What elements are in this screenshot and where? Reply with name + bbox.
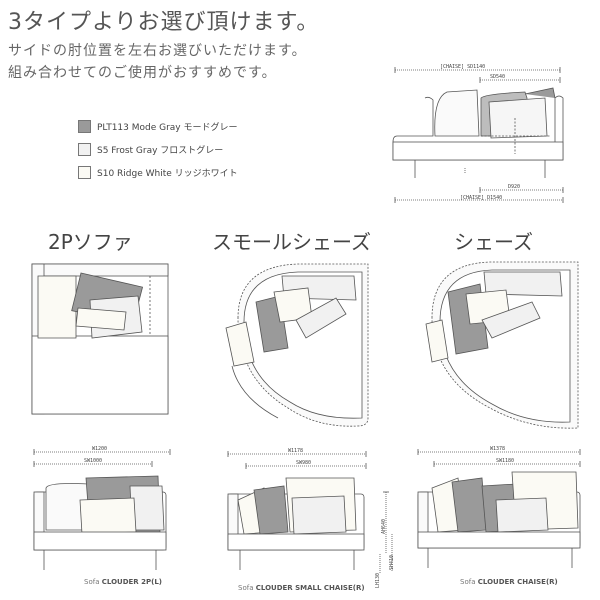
- title-small-chaise: スモールシェーズ: [212, 230, 371, 254]
- chaise-side-diagram: [392, 67, 564, 203]
- dim-sw-chaise: SW1180: [496, 458, 515, 464]
- caption-model: CLOUDER SMALL CHAISE(R): [255, 584, 365, 592]
- dim-ah: AH640: [381, 518, 387, 534]
- dim-sd1140: [CHAISE] SD1140: [440, 64, 486, 70]
- caption-prefix: Sofa: [460, 578, 476, 586]
- height-dimension-lines: [379, 491, 393, 574]
- swatch-frost-gray: [78, 143, 91, 156]
- caption-prefix: Sofa: [84, 578, 100, 586]
- title-chaise: シェーズ: [454, 230, 533, 254]
- legend-label: S10 Ridge White リッジホワイト: [97, 169, 238, 179]
- chaise-front-view: [417, 471, 581, 568]
- caption-prefix: Sofa: [238, 584, 254, 592]
- dim-sw-2p: SW1000: [84, 458, 103, 464]
- dim-d920: D920: [508, 184, 521, 190]
- dim-w-chaise: W1378: [490, 446, 506, 452]
- dim-lh: LH130: [375, 572, 381, 588]
- caption-model: CLOUDER CHAISE(R): [477, 578, 558, 586]
- legend-label: S5 Frost Gray フロストグレー: [97, 146, 224, 156]
- caption-model: CLOUDER 2P(L): [101, 578, 162, 586]
- swatch-ridge-white: [78, 166, 91, 179]
- title-2p-sofa: 2Pソファ: [48, 230, 133, 254]
- page-heading: 3タイプよりお選び頂けます。: [8, 10, 320, 35]
- dim-w-2p: W1200: [92, 446, 108, 452]
- small-chaise-top-view: [225, 263, 369, 427]
- caption-chaise: Sofa CLOUDER CHAISE(R): [460, 578, 558, 586]
- intro-line-2: 組み合わせてのご使用がおすすめです。: [8, 65, 277, 81]
- dim-sh: SH410: [389, 554, 395, 570]
- dim-sw-small-chaise: SW980: [296, 460, 312, 466]
- swatch-mode-gray: [78, 120, 91, 133]
- sofa-2p-front-view: [33, 475, 167, 570]
- legend-item-frost-gray: S5 Frost Gray フロストグレー: [78, 143, 223, 156]
- legend-item-ridge-white: S10 Ridge White リッジホワイト: [78, 166, 238, 179]
- dim-sd540: SD540: [490, 74, 506, 80]
- dim-w-small-chaise: W1178: [288, 448, 304, 454]
- sofa-2p-top-view: [31, 263, 169, 415]
- dim-d1540: [CHAISE] D1540: [460, 195, 503, 201]
- width-dimension-lines: [33, 449, 581, 469]
- caption-small-chaise: Sofa CLOUDER SMALL CHAISE(R): [238, 584, 365, 592]
- small-chaise-front-view: [227, 477, 365, 570]
- caption-2p-sofa: Sofa CLOUDER 2P(L): [84, 578, 162, 586]
- legend-item-mode-gray: PLT113 Mode Gray モードグレー: [78, 120, 238, 133]
- chaise-top-view: [425, 261, 579, 429]
- intro-line-1: サイドの肘位置を左右お選びいただけます。: [8, 43, 307, 59]
- legend-label: PLT113 Mode Gray モードグレー: [97, 123, 238, 133]
